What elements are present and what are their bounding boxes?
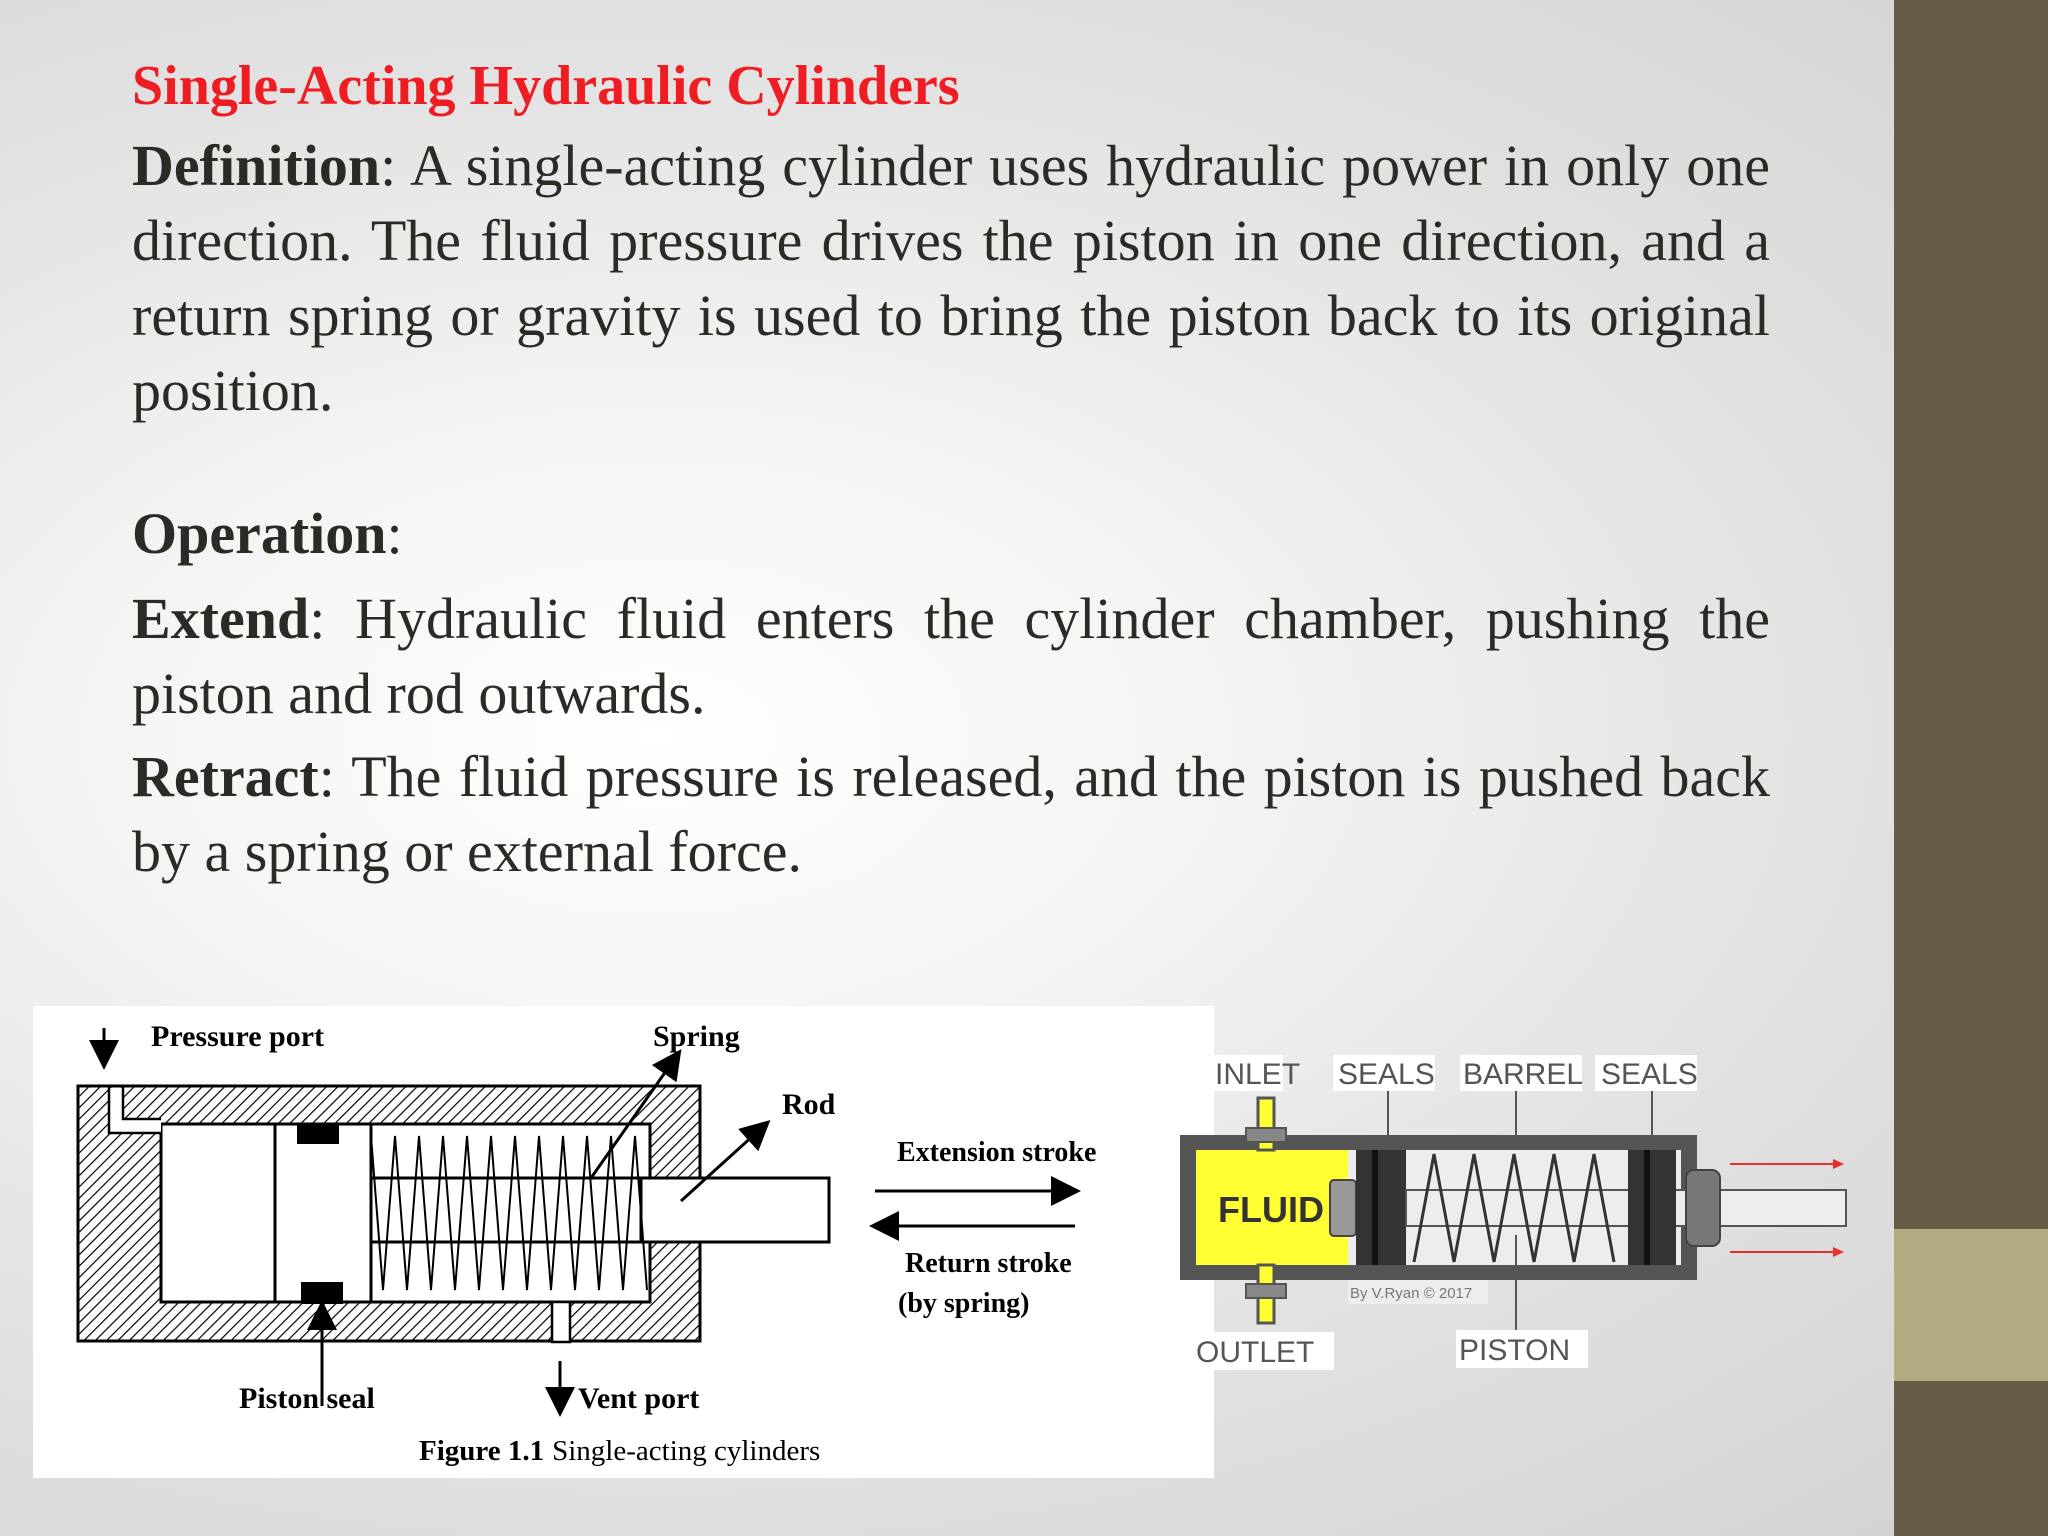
return-stroke-label: Return stroke bbox=[905, 1248, 1072, 1279]
outlet-label: OUTLET bbox=[1196, 1336, 1314, 1369]
vent-port-label: Vent port bbox=[578, 1382, 699, 1415]
end-seal-block bbox=[1628, 1150, 1676, 1265]
definition-paragraph: Definition: A single-acting cylinder use… bbox=[132, 128, 1770, 428]
piston-label: PISTON bbox=[1459, 1334, 1570, 1367]
slide-content: Single-Acting Hydraulic Cylinders Defini… bbox=[132, 52, 1770, 889]
cutaway-svg: INLET SEALS BARREL SEALS FLUID bbox=[1178, 1055, 1847, 1370]
seals-right-label: SEALS bbox=[1601, 1058, 1698, 1091]
retract-text: : The fluid pressure is released, and th… bbox=[132, 744, 1770, 884]
seals-left-label: SEALS bbox=[1338, 1058, 1435, 1091]
definition-text: : A single-acting cylinder uses hydrauli… bbox=[132, 133, 1770, 423]
rod bbox=[1405, 1189, 1847, 1227]
piston-nut bbox=[1329, 1179, 1357, 1237]
retract-term: Retract bbox=[132, 744, 319, 809]
piston-block bbox=[1356, 1150, 1406, 1265]
extend-term: Extend bbox=[132, 586, 310, 651]
right-decor-accent bbox=[1894, 1229, 2048, 1381]
fluid-label: FLUID bbox=[1218, 1189, 1324, 1230]
retract-paragraph: Retract: The fluid pressure is released,… bbox=[132, 739, 1770, 889]
inlet-label: INLET bbox=[1215, 1058, 1300, 1091]
spring-leader bbox=[589, 1049, 682, 1179]
credit-label: By V.Ryan © 2017 bbox=[1350, 1285, 1472, 1302]
rod-label: Rod bbox=[782, 1088, 836, 1121]
definition-term: Definition bbox=[132, 133, 381, 198]
pressure-port-channel bbox=[109, 1088, 161, 1133]
by-spring-label: (by spring) bbox=[898, 1288, 1029, 1319]
operation-colon: : bbox=[386, 501, 403, 566]
cylinder-cutaway-illustration: INLET SEALS BARREL SEALS FLUID bbox=[1178, 1040, 1856, 1380]
operation-heading: Operation: bbox=[132, 496, 1770, 571]
piston bbox=[273, 1122, 373, 1304]
piston-seal-top bbox=[297, 1124, 339, 1144]
vent-port-channel bbox=[550, 1300, 572, 1344]
spring-coil bbox=[370, 1135, 648, 1291]
figure-caption-label: Figure 1.1 bbox=[419, 1435, 544, 1467]
spring-label: Spring bbox=[653, 1020, 740, 1053]
rod-leader bbox=[679, 1119, 771, 1203]
figure-caption-text: Single-acting cylinders bbox=[552, 1435, 820, 1467]
extend-text: : Hydraulic fluid enters the cylinder ch… bbox=[132, 586, 1770, 726]
slide-title: Single-Acting Hydraulic Cylinders bbox=[132, 55, 960, 117]
operation-term: Operation bbox=[132, 501, 387, 566]
piston-seal-bottom bbox=[301, 1282, 343, 1304]
piston-seal-label: Piston seal bbox=[239, 1382, 375, 1415]
schematic-svg: Pressure port Vent port Spring Rod Exten… bbox=[76, 1020, 1096, 1467]
cutaway-spring bbox=[1412, 1153, 1616, 1263]
fluid-region bbox=[1196, 1150, 1348, 1265]
pressure-port-label: Pressure port bbox=[151, 1020, 324, 1053]
barrel-label: BARREL bbox=[1463, 1058, 1583, 1091]
rod-nut bbox=[1685, 1169, 1721, 1247]
extension-stroke-label: Extension stroke bbox=[897, 1137, 1096, 1168]
single-acting-cylinder-schematic: Pressure port Vent port Spring Rod Exten… bbox=[33, 1006, 1214, 1478]
extend-paragraph: Extend: Hydraulic fluid enters the cylin… bbox=[132, 581, 1770, 731]
